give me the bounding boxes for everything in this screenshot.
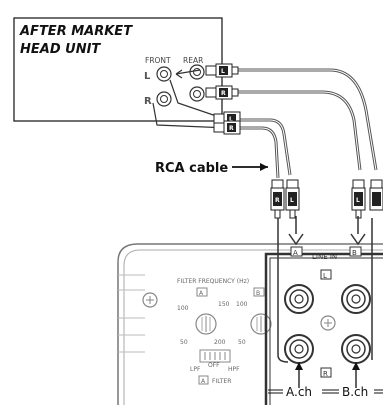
svg-text:L: L bbox=[290, 197, 294, 204]
plug-rear-left: L bbox=[205, 63, 239, 78]
knob-b-scale-1: 100 bbox=[236, 301, 248, 308]
rca-cable-label: RCA cable bbox=[155, 161, 228, 176]
knob-a-scale-2: 150 bbox=[218, 301, 230, 308]
svg-text:L: L bbox=[356, 197, 360, 204]
arrow-icon bbox=[152, 102, 229, 129]
plug-front-pair: R L bbox=[270, 179, 300, 219]
screw-icon bbox=[142, 292, 158, 308]
jack-front-right bbox=[156, 91, 172, 107]
switch-hpf-label: HPF bbox=[228, 366, 240, 373]
knob-a-scale-3: 50 bbox=[180, 339, 188, 346]
input-b-label: B bbox=[352, 249, 357, 257]
head-unit-title-line1: AFTER MARKET bbox=[19, 24, 133, 39]
head-unit-box bbox=[13, 17, 223, 122]
jack-front-left bbox=[156, 66, 172, 82]
filter-knob-a[interactable] bbox=[195, 313, 217, 335]
jack-a-right[interactable] bbox=[284, 334, 314, 364]
svg-text:R: R bbox=[275, 197, 280, 204]
input-a-label: A bbox=[293, 249, 298, 257]
channel-a-label: A.ch bbox=[286, 385, 312, 399]
jack-b-left[interactable] bbox=[341, 284, 371, 314]
head-unit-title-line2: HEAD UNIT bbox=[20, 42, 101, 57]
switch-channel-label: A bbox=[201, 378, 206, 385]
front-label: FRONT bbox=[145, 56, 171, 65]
jack-l-label: L bbox=[323, 272, 327, 280]
svg-text:R: R bbox=[221, 90, 226, 97]
svg-text:R: R bbox=[229, 125, 234, 132]
screw-icon bbox=[320, 315, 336, 331]
right-output-label: R bbox=[144, 96, 152, 107]
jack-rear-right bbox=[189, 86, 205, 102]
knob-a-label: A bbox=[199, 290, 204, 297]
jack-a-left[interactable] bbox=[284, 284, 314, 314]
cable-front bbox=[240, 118, 292, 179]
arrow-icon bbox=[277, 218, 289, 363]
arrow-icon bbox=[169, 79, 229, 121]
amp-fins bbox=[118, 274, 145, 353]
knob-b-label: B bbox=[256, 290, 260, 297]
knob-a-scale-4: 200 bbox=[214, 339, 226, 346]
cable-rear bbox=[236, 68, 378, 171]
plug-front-right: R bbox=[213, 120, 241, 135]
arrowhead-icon bbox=[260, 163, 268, 171]
filter-label: FILTER bbox=[212, 378, 231, 385]
filter-knob-b[interactable] bbox=[250, 313, 272, 335]
plug-rear-pair: L bbox=[351, 179, 383, 219]
switch-off-label: OFF bbox=[208, 362, 220, 369]
plug-rear-right: R bbox=[205, 85, 239, 100]
jack-b-right[interactable] bbox=[341, 334, 371, 364]
filter-switch[interactable] bbox=[199, 349, 231, 363]
jack-r-label: R bbox=[323, 370, 328, 378]
knob-b-scale-2: 50 bbox=[238, 339, 246, 346]
svg-text:L: L bbox=[221, 68, 225, 75]
jack-rear-left bbox=[189, 64, 205, 80]
filter-frequency-label: FILTER FREQUENCY (Hz) bbox=[177, 278, 249, 285]
line-in-label: LINE IN bbox=[312, 253, 337, 261]
left-output-label: L bbox=[144, 71, 151, 82]
input-panel bbox=[264, 252, 383, 405]
arrow-icon bbox=[175, 69, 201, 79]
channel-b-label: B.ch bbox=[342, 385, 368, 399]
rear-label: REAR bbox=[183, 56, 203, 65]
switch-lpf-label: LPF bbox=[190, 366, 201, 373]
knob-a-scale-1: 100 bbox=[177, 305, 189, 312]
svg-text:L: L bbox=[229, 116, 233, 123]
